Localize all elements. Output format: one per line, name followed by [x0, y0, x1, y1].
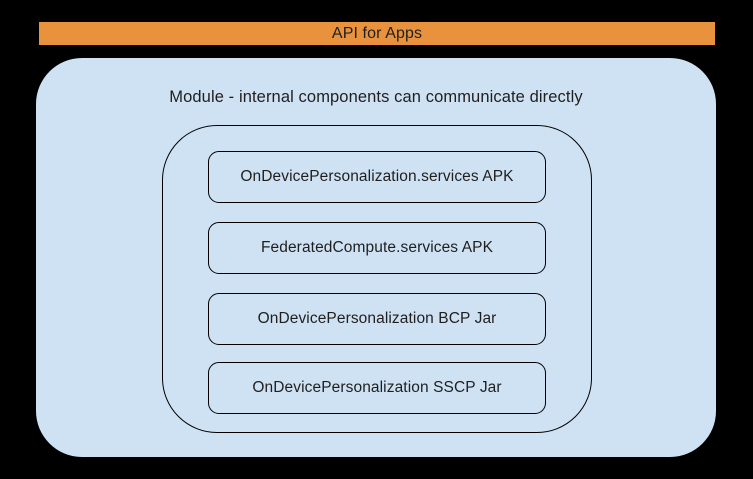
- component-label: OnDevicePersonalization BCP Jar: [257, 310, 497, 327]
- component-box-ondevicepersonalization-sscp-jar: OnDevicePersonalization SSCP Jar: [208, 362, 546, 414]
- api-for-apps-banner: API for Apps: [39, 22, 715, 45]
- component-box-federatedcompute-services-apk: FederatedCompute.services APK: [208, 222, 546, 274]
- component-label: OnDevicePersonalization SSCP Jar: [252, 379, 502, 396]
- module-title: Module - internal components can communi…: [169, 88, 583, 106]
- component-box-ondevicepersonalization-bcp-jar: OnDevicePersonalization BCP Jar: [208, 293, 546, 345]
- component-label: FederatedCompute.services APK: [260, 239, 494, 256]
- module-inner-boundary: OnDevicePersonalization.services APK Fed…: [162, 125, 592, 433]
- component-label: OnDevicePersonalization.services APK: [240, 168, 514, 185]
- module-container: Module - internal components can communi…: [36, 58, 716, 457]
- api-banner-label: API for Apps: [331, 24, 423, 42]
- component-box-ondevicepersonalization-services-apk: OnDevicePersonalization.services APK: [208, 151, 546, 203]
